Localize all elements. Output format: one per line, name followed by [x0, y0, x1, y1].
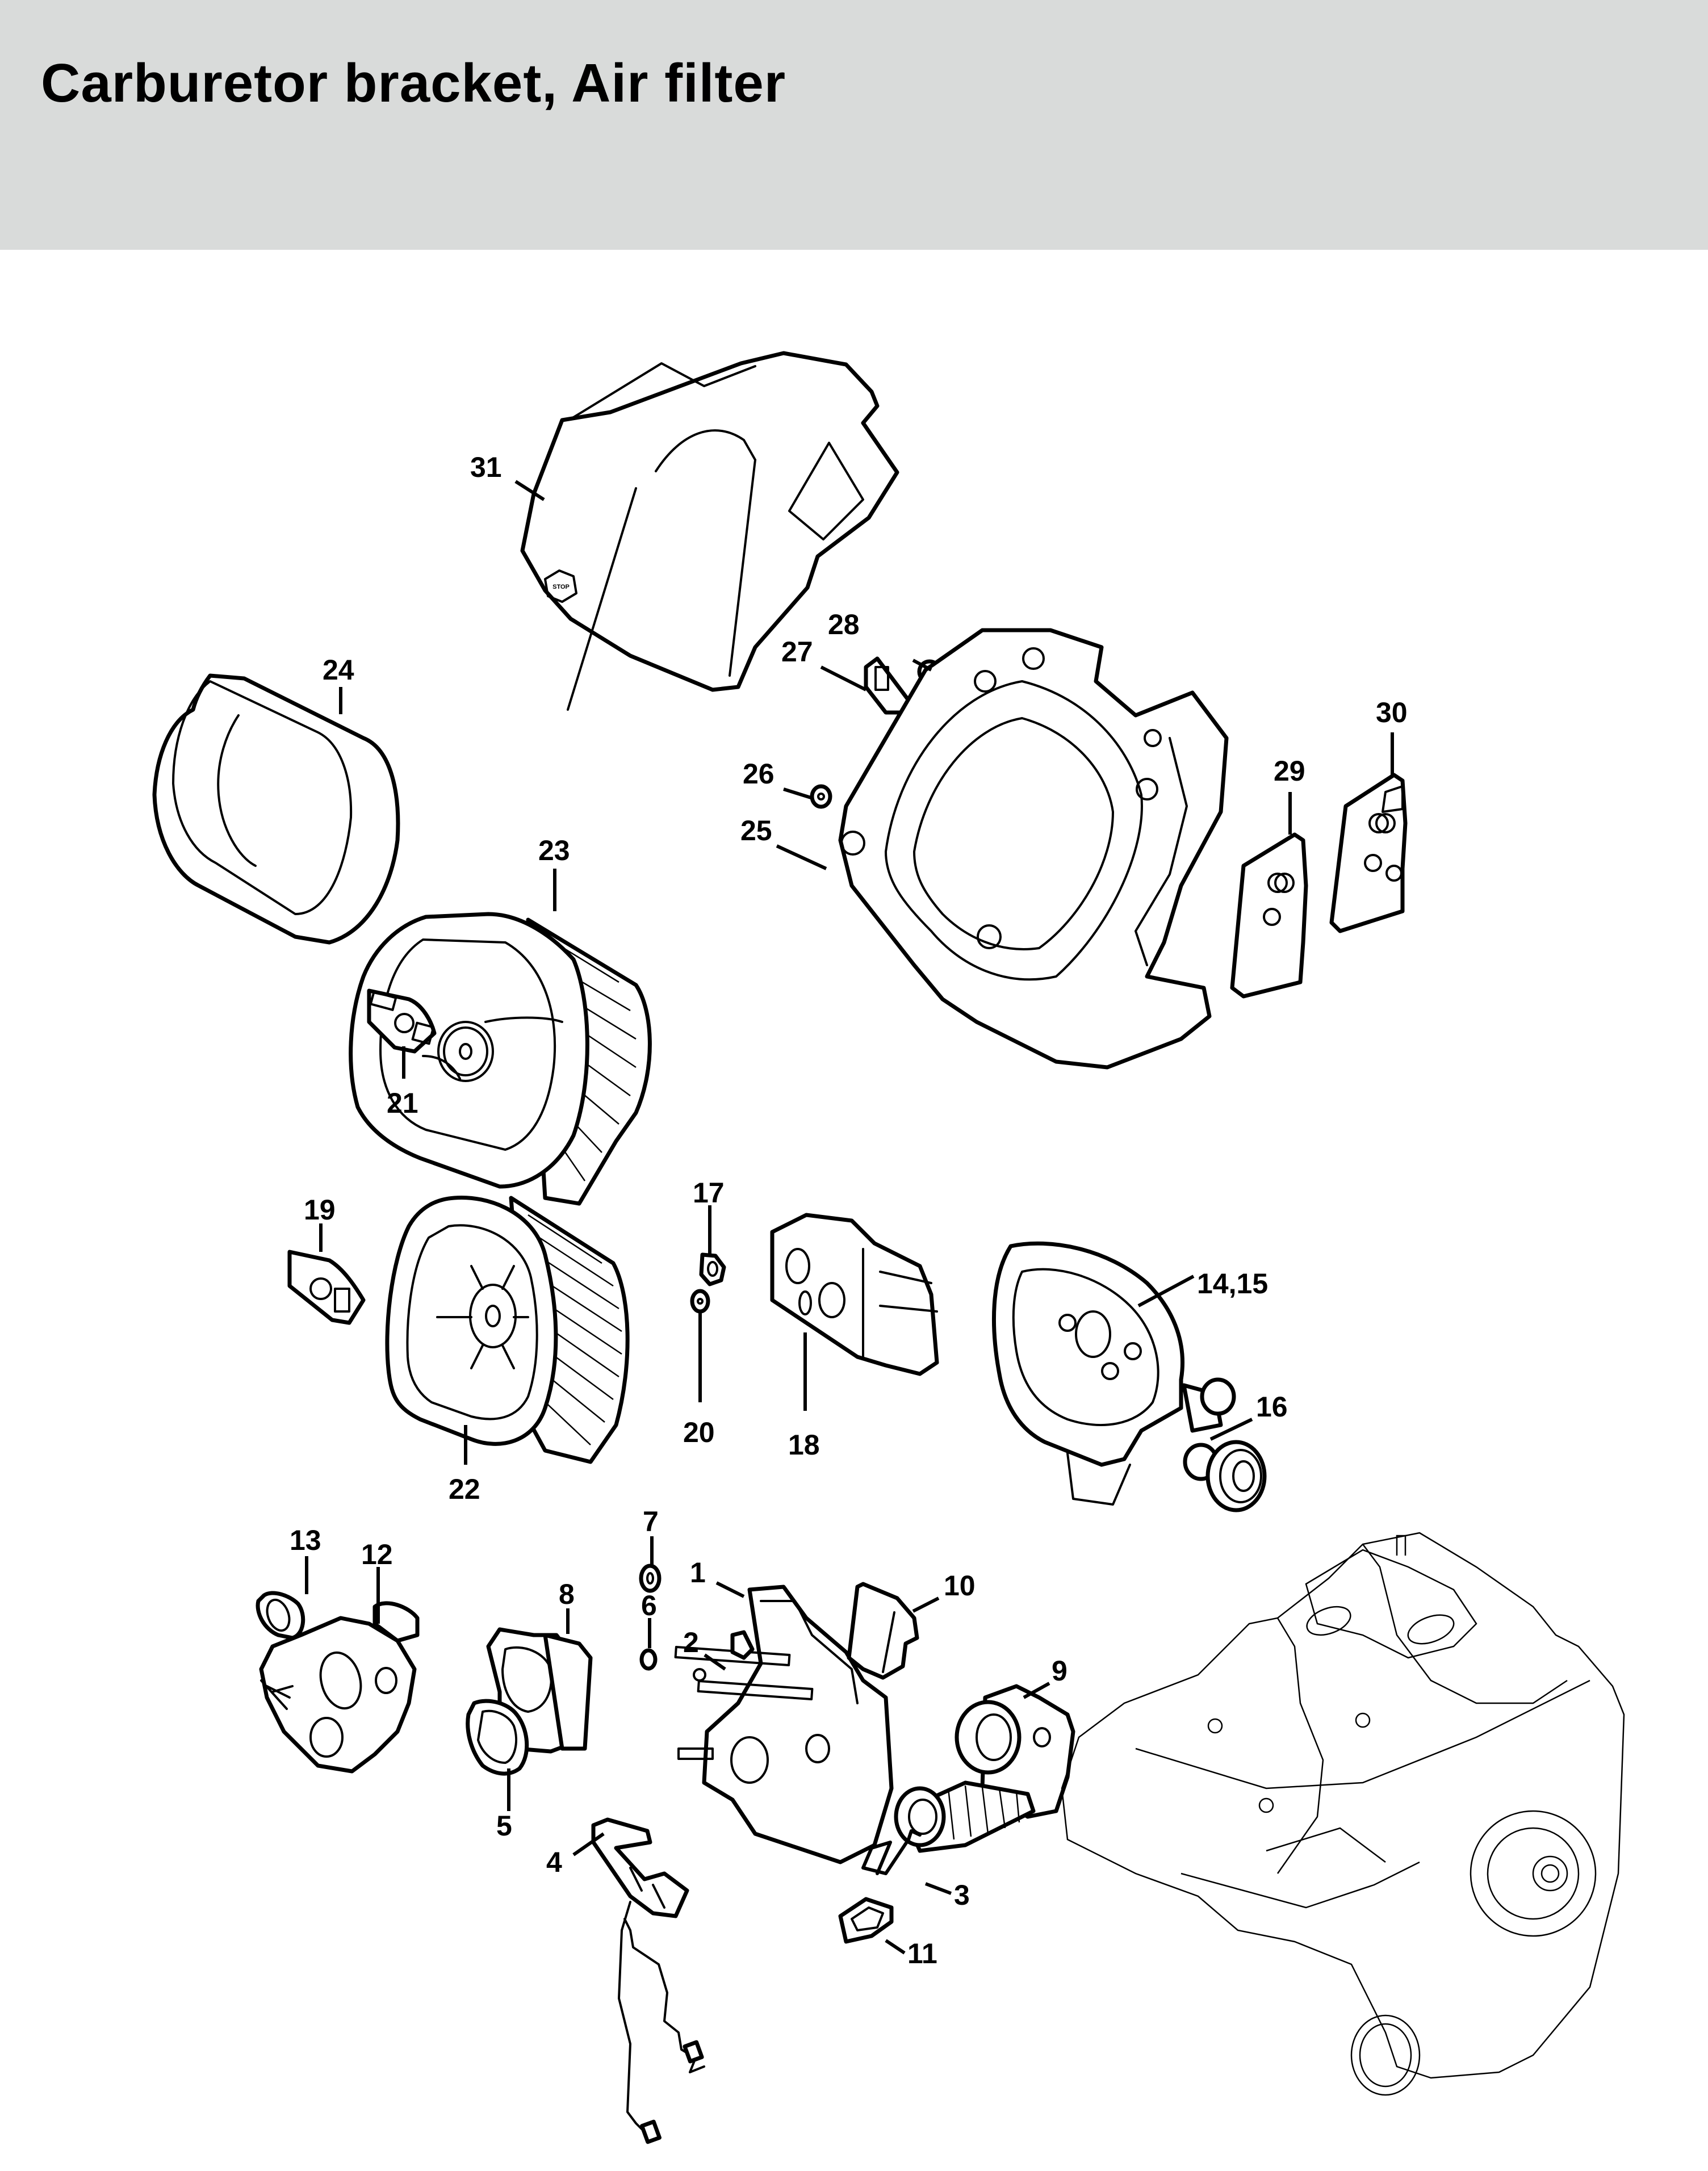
callout-22[interactable]: 22	[449, 1473, 480, 1505]
part-22-air-filter[interactable]	[385, 1195, 630, 1464]
leader-9	[1023, 1682, 1050, 1699]
callout-6[interactable]: 6	[641, 1590, 657, 1621]
callout-8[interactable]: 8	[559, 1578, 575, 1610]
callout-2[interactable]: 2	[683, 1627, 699, 1658]
callout-24[interactable]: 24	[323, 654, 354, 686]
callout-27[interactable]: 27	[781, 636, 813, 668]
part-6-washer[interactable]	[639, 1648, 658, 1671]
stop-stamp-text: STOP	[552, 584, 570, 590]
part-4-throttle-rod-assembly[interactable]	[591, 1817, 689, 1918]
callout-28[interactable]: 28	[828, 609, 860, 640]
part-2-clip[interactable]	[730, 1630, 755, 1660]
leader-14-15	[1137, 1275, 1195, 1307]
callout-7[interactable]: 7	[643, 1506, 659, 1537]
part-29-cover-plate[interactable]	[1230, 832, 1308, 999]
callout-25[interactable]: 25	[740, 815, 772, 846]
part-21-wing-nut[interactable]	[367, 988, 437, 1054]
part-19-wing-nut[interactable]	[287, 1250, 366, 1325]
callout-14-15[interactable]: 14,15	[1197, 1268, 1268, 1300]
part-10-baffle-plate[interactable]	[847, 1582, 919, 1680]
part-12-carburetor[interactable]	[259, 1601, 420, 1774]
part-26-washer[interactable]	[810, 784, 832, 809]
part-17-nut[interactable]	[699, 1252, 726, 1286]
part-23-air-filter[interactable]	[349, 912, 652, 1206]
callout-13[interactable]: 13	[290, 1524, 321, 1556]
leader-3	[924, 1882, 952, 1895]
part-25-shroud[interactable]	[838, 628, 1229, 1070]
part-1-carburetor-bracket[interactable]	[674, 1585, 894, 1864]
diagram-canvas: STOP	[152, 351, 1625, 2144]
leader-4	[572, 1832, 605, 1856]
callout-9[interactable]: 9	[1052, 1655, 1068, 1687]
callout-23[interactable]: 23	[538, 835, 570, 866]
leader-11	[885, 1939, 906, 1955]
callout-1[interactable]: 1	[690, 1557, 706, 1589]
callout-5[interactable]: 5	[496, 1810, 512, 1842]
part-18-baffle[interactable]	[770, 1213, 939, 1376]
leader-27	[820, 665, 867, 691]
part-31-air-filter-cover[interactable]: STOP	[520, 351, 899, 711]
header-bar: Carburetor bracket, Air filter	[0, 0, 1708, 250]
part-30-cover-plate[interactable]	[1329, 773, 1408, 933]
part-13-sleeve[interactable]	[256, 1591, 305, 1640]
part-20-washer[interactable]	[690, 1289, 710, 1314]
callout-4[interactable]: 4	[546, 1846, 562, 1878]
callout-26[interactable]: 26	[743, 758, 775, 790]
leader-28	[912, 659, 932, 672]
callout-20[interactable]: 20	[683, 1416, 715, 1448]
callout-10[interactable]: 10	[944, 1570, 976, 1602]
callout-labels: 31 28 27 26 25 30 29 24 23 21 19 22 17 2…	[290, 451, 1408, 1969]
leader-1	[715, 1581, 745, 1598]
leader-16	[1209, 1418, 1253, 1441]
part-16-grommet[interactable]	[1205, 1440, 1267, 1512]
page-title: Carburetor bracket, Air filter	[41, 53, 786, 114]
callout-29[interactable]: 29	[1274, 755, 1305, 787]
callout-17[interactable]: 17	[693, 1177, 725, 1209]
callout-3[interactable]: 3	[954, 1879, 970, 1911]
leader-lines	[305, 480, 1394, 1955]
part-7-washer[interactable]	[639, 1564, 662, 1593]
callout-21[interactable]: 21	[387, 1087, 418, 1119]
callout-11[interactable]: 11	[907, 1938, 937, 1969]
part-24-prefilter[interactable]	[152, 673, 400, 945]
callout-16[interactable]: 16	[1256, 1391, 1288, 1423]
leader-31	[514, 480, 545, 501]
callout-30[interactable]: 30	[1376, 697, 1408, 728]
leader-25	[776, 844, 827, 870]
callout-18[interactable]: 18	[788, 1429, 820, 1461]
part-3-spring[interactable]	[861, 1829, 922, 1875]
leader-2	[704, 1653, 726, 1671]
engine-housing	[1061, 1532, 1625, 2096]
part-11-grommet[interactable]	[838, 1897, 894, 1944]
callout-31[interactable]: 31	[470, 451, 502, 483]
leader-26	[783, 787, 811, 799]
part-5-gasket[interactable]	[466, 1699, 529, 1776]
part-14-15-air-filter-base[interactable]	[992, 1241, 1236, 1506]
leader-10	[912, 1596, 940, 1613]
wiring-harness[interactable]	[618, 1901, 705, 2144]
exploded-parts-diagram: STOP	[0, 250, 1708, 2171]
part-9-intake-manifold[interactable]	[894, 1684, 1075, 1853]
callout-12[interactable]: 12	[361, 1539, 393, 1570]
callout-19[interactable]: 19	[304, 1194, 336, 1226]
